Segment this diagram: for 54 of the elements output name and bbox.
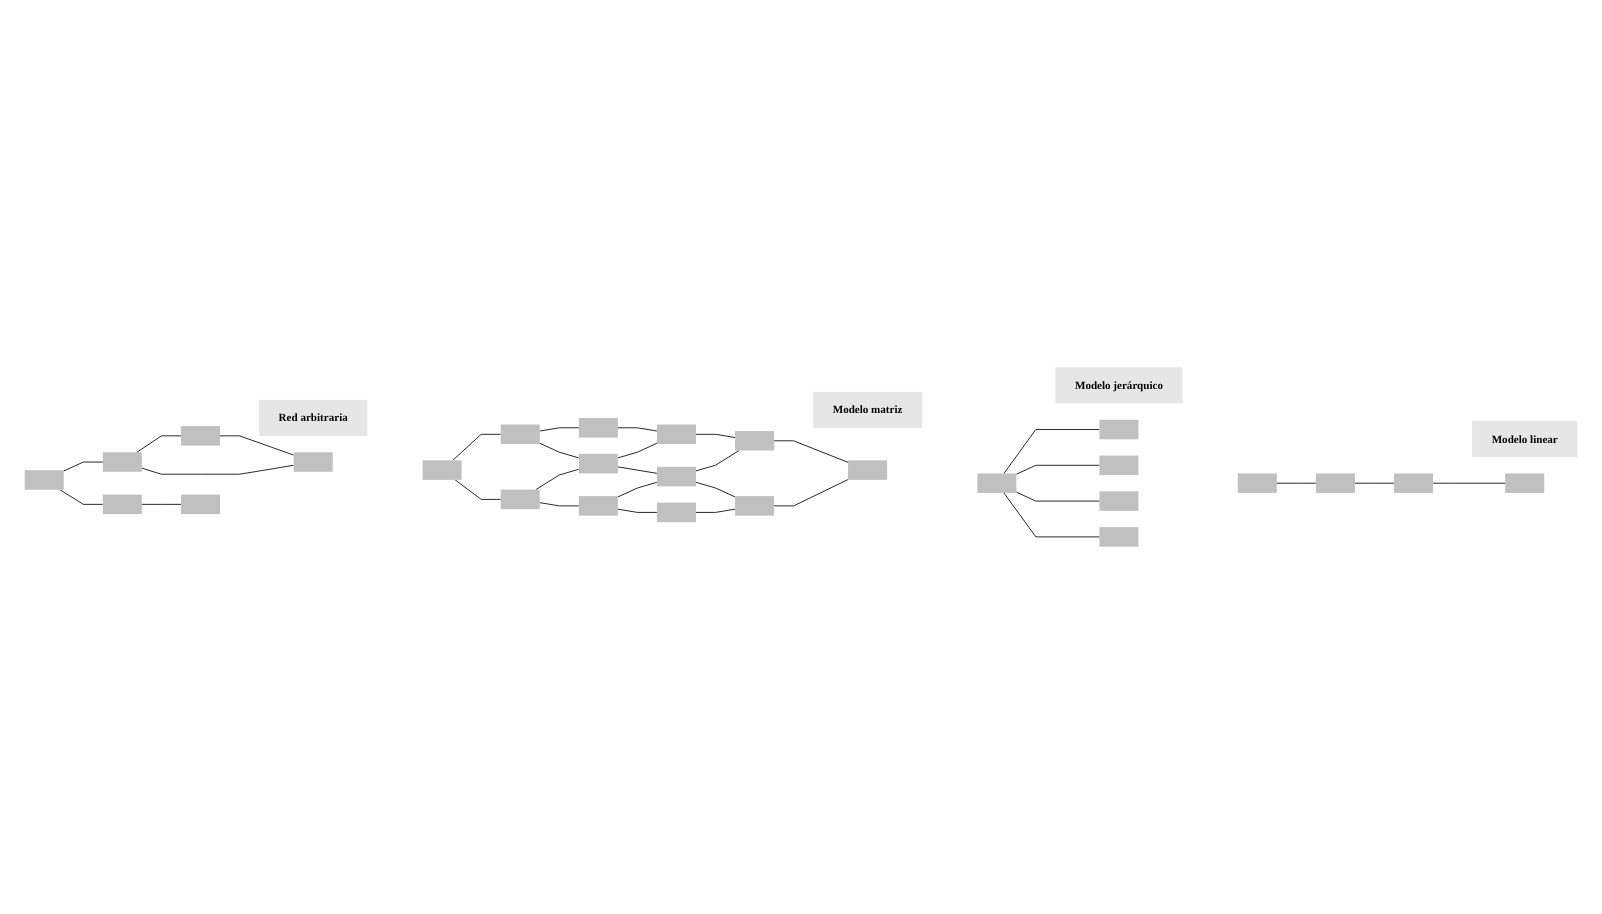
connector bbox=[63, 461, 104, 472]
node-box bbox=[1099, 419, 1139, 440]
connector bbox=[539, 502, 580, 507]
node-box bbox=[1237, 473, 1277, 493]
node-box bbox=[656, 466, 696, 487]
connector bbox=[539, 442, 580, 459]
connector bbox=[454, 479, 502, 500]
connector bbox=[539, 427, 580, 432]
node-box bbox=[293, 452, 333, 472]
node-box bbox=[1505, 473, 1545, 493]
connector bbox=[695, 450, 740, 472]
node-box bbox=[180, 426, 220, 446]
connector bbox=[1015, 491, 1100, 502]
node-box bbox=[848, 460, 888, 480]
connector bbox=[1015, 464, 1100, 475]
node-box bbox=[180, 494, 220, 515]
connector bbox=[535, 468, 580, 491]
node-box bbox=[656, 502, 696, 523]
connector bbox=[695, 508, 736, 513]
connector bbox=[59, 489, 104, 505]
node-box bbox=[422, 460, 462, 480]
node-box bbox=[1099, 455, 1139, 476]
connector bbox=[136, 435, 182, 453]
connector bbox=[695, 481, 736, 498]
connector bbox=[219, 435, 295, 456]
node-box bbox=[1394, 473, 1434, 493]
node-box bbox=[656, 424, 696, 445]
connector bbox=[1003, 492, 1100, 538]
node-box bbox=[1315, 473, 1355, 493]
connector bbox=[617, 481, 658, 498]
connector bbox=[773, 440, 849, 463]
node-box bbox=[1099, 527, 1139, 547]
connector bbox=[141, 464, 295, 475]
node-box bbox=[578, 453, 618, 474]
connector bbox=[1003, 429, 1100, 474]
node-box bbox=[735, 496, 775, 516]
node-box bbox=[735, 431, 775, 451]
connector bbox=[617, 427, 658, 432]
connector bbox=[452, 433, 502, 461]
node-box bbox=[102, 452, 142, 472]
node-box bbox=[578, 418, 618, 438]
connector bbox=[695, 433, 736, 438]
node-box bbox=[977, 473, 1017, 493]
node-box bbox=[578, 496, 618, 516]
connector bbox=[617, 466, 658, 474]
node-box bbox=[500, 489, 540, 510]
node-box bbox=[1099, 491, 1139, 511]
connector bbox=[773, 479, 849, 507]
node-box bbox=[24, 470, 64, 490]
connector bbox=[141, 503, 182, 505]
connector bbox=[617, 508, 658, 513]
connector bbox=[617, 442, 658, 459]
node-box bbox=[500, 424, 540, 445]
node-box bbox=[102, 494, 142, 515]
